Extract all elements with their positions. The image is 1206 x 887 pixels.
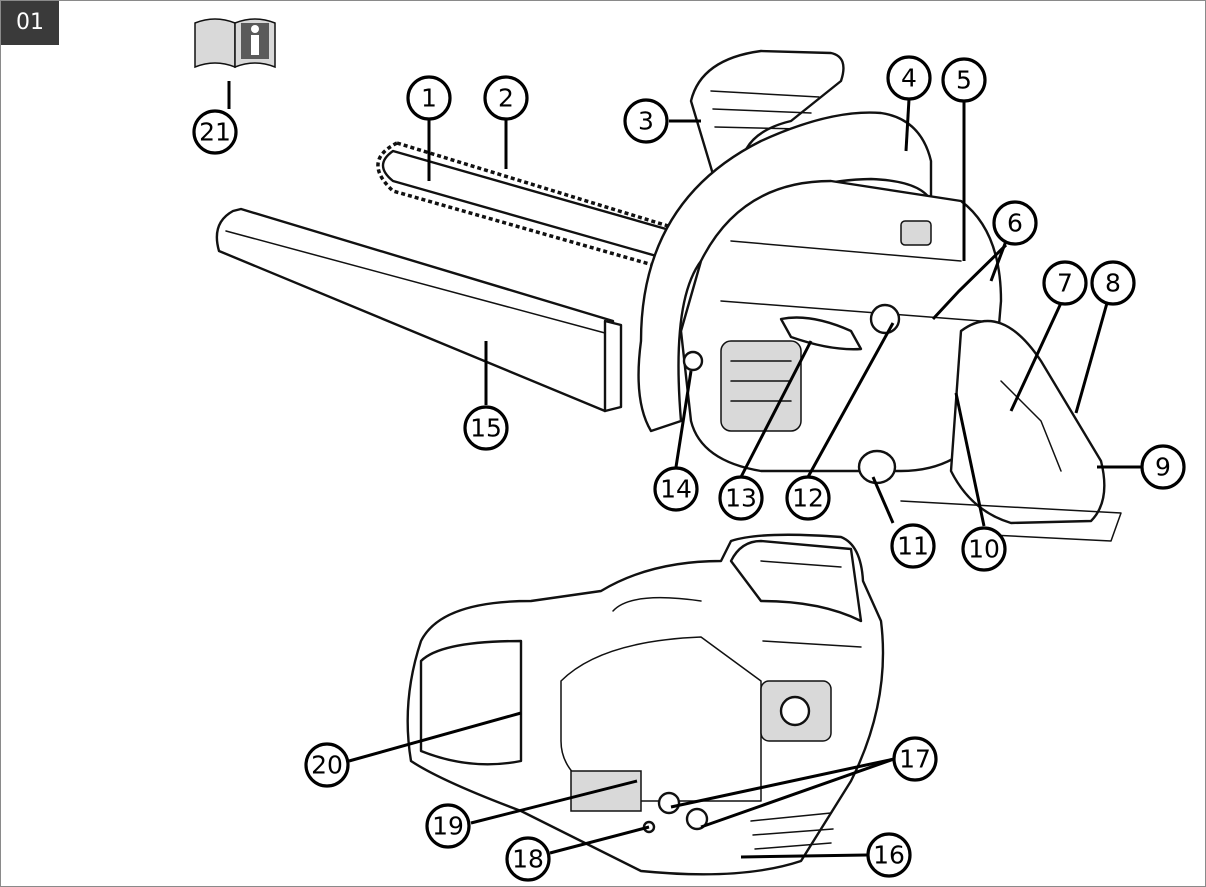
callout-label: 11	[897, 532, 929, 561]
read-manual-info-icon	[194, 18, 276, 69]
callout-c18: 18	[505, 836, 551, 882]
callout-label: 19	[432, 812, 464, 841]
callout-c3: 3	[623, 98, 669, 144]
callout-c4: 4	[886, 55, 932, 101]
callout-c12: 12	[785, 475, 831, 521]
callout-label: 20	[311, 751, 343, 780]
callout-label: 16	[873, 841, 905, 870]
callout-label: 1	[421, 84, 437, 113]
callout-label: 8	[1105, 269, 1121, 298]
callout-c16: 16	[866, 832, 912, 878]
callout-label: 14	[660, 475, 692, 504]
callout-c6: 6	[992, 200, 1038, 246]
callout-label: 15	[470, 414, 502, 443]
chainsaw-rear-view-drawing	[406, 533, 885, 876]
callout-label: 12	[792, 484, 824, 513]
callout-c11: 11	[890, 523, 936, 569]
callout-c7: 7	[1042, 260, 1088, 306]
bar-cover-drawing	[215, 207, 623, 413]
callout-c20: 20	[304, 742, 350, 788]
callout-label: 13	[725, 484, 757, 513]
callout-leader-lines	[227, 81, 1141, 859]
chainsaw-side-view-drawing	[637, 49, 1122, 542]
figure-number-badge: 01	[1, 1, 59, 45]
callout-c10: 10	[961, 526, 1007, 572]
callout-c17: 17	[892, 736, 938, 782]
callout-label: 3	[638, 107, 654, 136]
callout-label: 21	[199, 118, 231, 147]
callout-c2: 2	[483, 75, 529, 121]
callout-label: 7	[1057, 269, 1073, 298]
callout-c8: 8	[1090, 260, 1136, 306]
callout-c15: 15	[463, 405, 509, 451]
callout-c14: 14	[653, 466, 699, 512]
guide-bar-and-chain-drawing	[376, 141, 703, 275]
callout-c1: 1	[406, 75, 452, 121]
callout-label: 17	[899, 745, 931, 774]
callout-c19: 19	[425, 803, 471, 849]
callout-c5: 5	[941, 57, 987, 103]
callout-label: 18	[512, 845, 544, 874]
callout-c13: 13	[718, 475, 764, 521]
callout-c21: 21	[192, 109, 238, 155]
callout-label: 5	[956, 66, 972, 95]
callout-label: 9	[1155, 453, 1171, 482]
callout-label: 2	[498, 84, 514, 113]
callout-label: 4	[901, 64, 917, 93]
callout-label: 6	[1007, 209, 1023, 238]
callout-label: 10	[968, 535, 1000, 564]
callout-c9: 9	[1140, 444, 1186, 490]
